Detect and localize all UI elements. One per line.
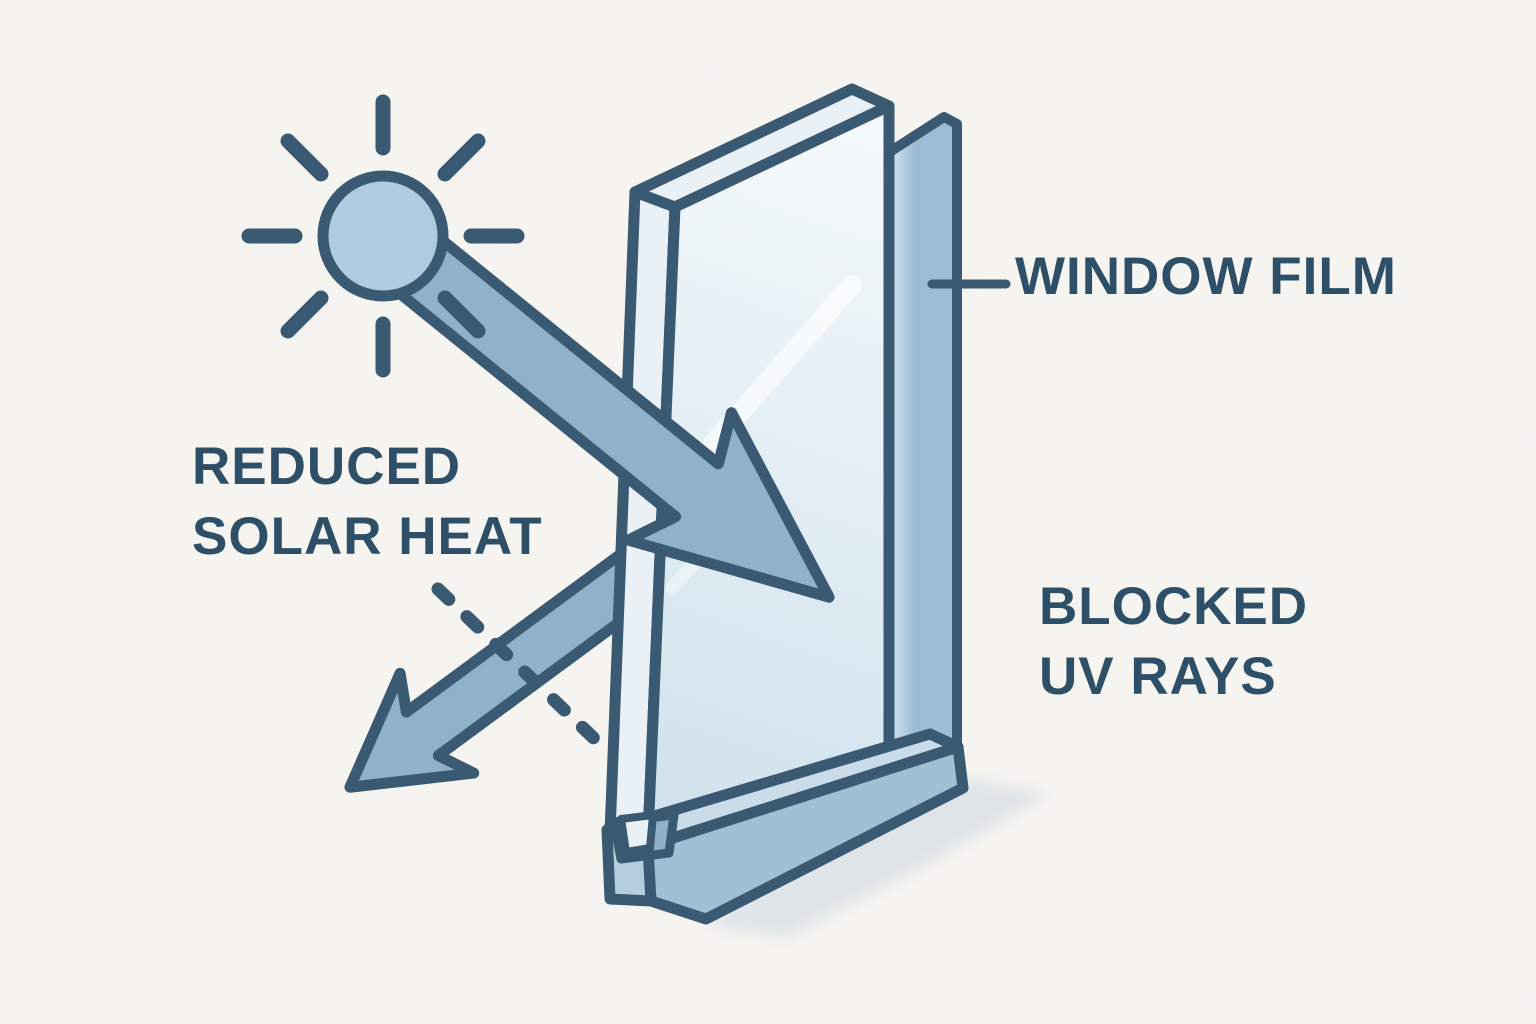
blocked-uv-rays-line1: BLOCKED xyxy=(1039,577,1309,636)
reduced-solar-heat-label: REDUCED SOLAR HEAT xyxy=(192,432,543,572)
window-base xyxy=(601,728,969,925)
reduced-solar-heat-line2: SOLAR HEAT xyxy=(192,507,543,566)
floor-shadow xyxy=(702,776,1050,938)
film-outline xyxy=(886,112,962,783)
sun-disc xyxy=(317,170,449,302)
window-film-label: WINDOW FILM xyxy=(1015,242,1397,312)
reduced-solar-heat-line1: REDUCED xyxy=(192,437,462,496)
window-film-panel xyxy=(886,112,962,802)
blocked-ray-dashed-line xyxy=(431,582,611,755)
sun-ray-se xyxy=(437,290,486,339)
sun-icon xyxy=(241,94,525,378)
window-film-label-text: WINDOW FILM xyxy=(1015,247,1397,306)
blocked-uv-rays-line2: UV RAYS xyxy=(1039,647,1277,706)
film-face xyxy=(893,117,957,802)
sun-ray-nw xyxy=(280,133,329,182)
blocked-uv-rays-label: BLOCKED UV RAYS xyxy=(1039,572,1308,712)
solar-heat-arrow-icon xyxy=(387,229,835,603)
sun-ray-ne xyxy=(437,133,486,182)
glass-in-slot xyxy=(617,811,657,856)
glass-highlight-streak xyxy=(680,275,862,480)
sun-ray-sw xyxy=(280,290,329,339)
base-front-face xyxy=(642,741,969,925)
